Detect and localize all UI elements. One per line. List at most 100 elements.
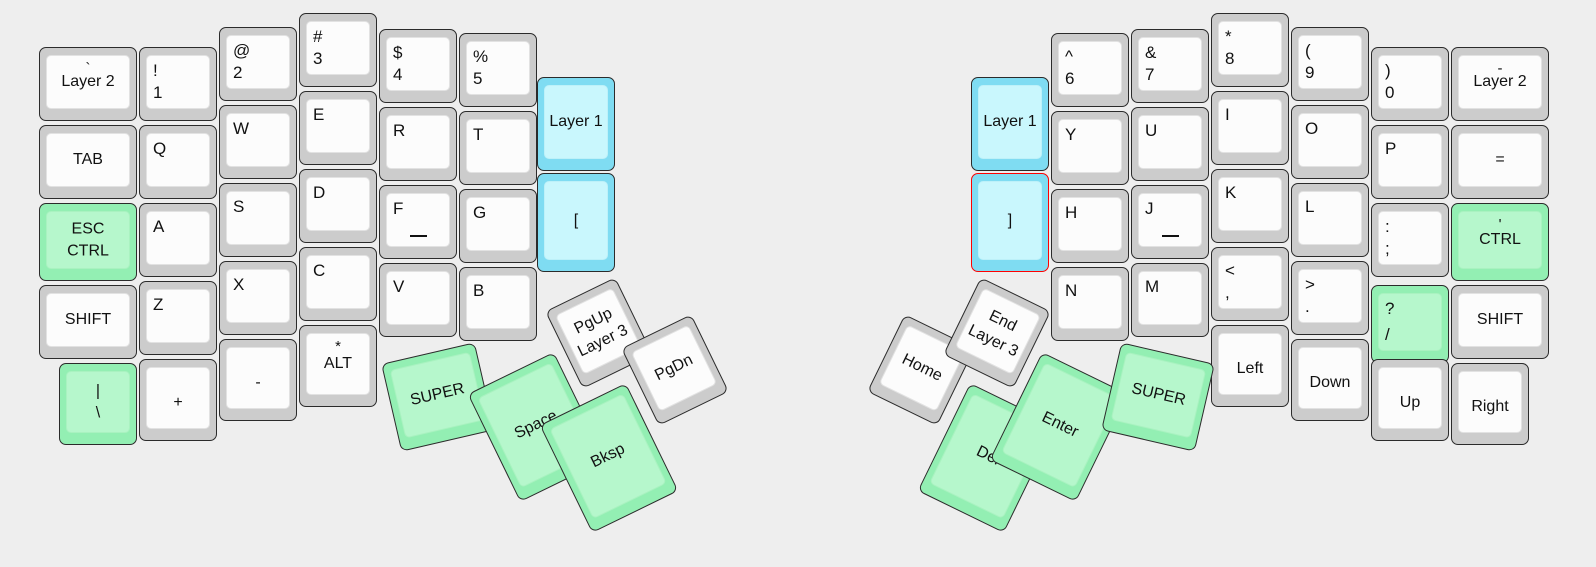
key-arrow-left[interactable]: Left — [1211, 325, 1289, 407]
key-arrow-right[interactable]: Right — [1451, 363, 1529, 445]
legend-base: , — [1225, 283, 1230, 302]
key-m[interactable]: M — [1131, 263, 1209, 337]
key-plus[interactable]: + — [139, 359, 217, 441]
keycap-face: Q — [146, 133, 210, 187]
key-layer1-right[interactable]: Layer 1 — [971, 77, 1049, 171]
keycap-face: SUPER — [1110, 351, 1207, 439]
key-tab[interactable]: TAB — [39, 125, 137, 199]
homing-bar — [410, 235, 427, 237]
homing-bar — [1162, 235, 1179, 237]
keycap-face: Layer 1 — [544, 85, 608, 159]
key-comma[interactable]: <, — [1211, 247, 1289, 321]
legend-shifted: Q — [153, 139, 167, 158]
key-minus[interactable]: - — [219, 339, 297, 421]
legend-shifted: U — [1145, 121, 1158, 140]
legend-center: Bksp — [588, 440, 628, 472]
key-h[interactable]: H — [1051, 189, 1129, 263]
legend-center: SHIFT — [64, 311, 112, 328]
legend-center: Down — [1309, 373, 1351, 391]
key-0-paren-close[interactable]: )0 — [1371, 47, 1449, 121]
key-s[interactable]: S — [219, 183, 297, 257]
key-a[interactable]: A — [139, 203, 217, 277]
key-layer2-minus[interactable]: -Layer 2 — [1451, 47, 1549, 121]
keycap-face: I — [1218, 99, 1282, 153]
key-arrow-down[interactable]: Down — [1291, 339, 1369, 421]
key-3-hash[interactable]: #3 — [299, 13, 377, 87]
key-p[interactable]: P — [1371, 125, 1449, 199]
legend-shifted: X — [233, 275, 245, 294]
key-quote-ctrl[interactable]: 'CTRL — [1451, 203, 1549, 281]
key-8-asterisk[interactable]: *8 — [1211, 13, 1289, 87]
legend-base: . — [1305, 297, 1310, 316]
key-semicolon[interactable]: :; — [1371, 203, 1449, 277]
key-e[interactable]: E — [299, 91, 377, 165]
key-super-right[interactable]: SUPER — [1101, 342, 1215, 452]
keycap-face: %5 — [466, 41, 530, 95]
key-4-dollar[interactable]: $4 — [379, 29, 457, 103]
key-r[interactable]: R — [379, 107, 457, 181]
legend-shifted: : — [1385, 217, 1390, 236]
key-u[interactable]: U — [1131, 107, 1209, 181]
key-bracket-left[interactable]: [ — [537, 173, 615, 272]
legend-shifted: ` — [85, 60, 91, 77]
key-j[interactable]: J — [1131, 185, 1209, 259]
legend-center: Up — [1399, 393, 1421, 411]
key-shift-right[interactable]: SHIFT — [1451, 285, 1549, 359]
legend-shifted: N — [1065, 281, 1078, 300]
key-g[interactable]: G — [459, 189, 537, 263]
keycap-face: U — [1138, 115, 1202, 169]
key-y[interactable]: Y — [1051, 111, 1129, 185]
key-shift-left[interactable]: SHIFT — [39, 285, 137, 359]
key-slash-question[interactable]: ?/ — [1371, 285, 1449, 363]
key-period[interactable]: >. — [1291, 261, 1369, 335]
legend-base: 6 — [1065, 69, 1075, 88]
legend-center: Layer 2 — [1473, 73, 1527, 90]
key-t[interactable]: T — [459, 111, 537, 185]
key-equals[interactable]: = — [1451, 125, 1549, 199]
legend-center: TAB — [73, 151, 103, 168]
key-5-percent[interactable]: %5 — [459, 33, 537, 107]
key-z[interactable]: Z — [139, 281, 217, 355]
key-pipe-backslash[interactable]: |\ — [59, 363, 137, 445]
legend-shifted: ? — [1385, 299, 1395, 318]
legend-shifted: $ — [393, 43, 403, 62]
key-b[interactable]: B — [459, 267, 537, 341]
keycap-face: Down — [1298, 347, 1362, 409]
key-l[interactable]: L — [1291, 183, 1369, 257]
key-w[interactable]: W — [219, 105, 297, 179]
key-6-caret[interactable]: ^6 — [1051, 33, 1129, 107]
keycap-face: Y — [1058, 119, 1122, 173]
key-k[interactable]: K — [1211, 169, 1289, 243]
key-f[interactable]: F — [379, 185, 457, 259]
keycap-face: W — [226, 113, 290, 167]
key-bracket-right[interactable]: ] — [971, 173, 1049, 272]
key-c[interactable]: C — [299, 247, 377, 321]
key-alt[interactable]: *ALT — [299, 325, 377, 407]
keycap-face: E — [306, 99, 370, 153]
key-o[interactable]: O — [1291, 105, 1369, 179]
key-v[interactable]: V — [379, 263, 457, 337]
key-9-paren-open[interactable]: (9 — [1291, 27, 1369, 101]
legend-shifted: Y — [1065, 125, 1077, 144]
keycap-face: D — [306, 177, 370, 231]
legend-shifted: @ — [233, 41, 251, 60]
key-n[interactable]: N — [1051, 267, 1129, 341]
legend-shifted: T — [473, 125, 484, 144]
key-2-at[interactable]: @2 — [219, 27, 297, 101]
legend-shifted: B — [473, 281, 485, 300]
key-layer1[interactable]: Layer 1 — [537, 77, 615, 171]
legend-base: 2 — [233, 63, 243, 82]
key-1-exclaim[interactable]: !1 — [139, 47, 217, 121]
key-layer2-grave[interactable]: `Layer 2 — [39, 47, 137, 121]
key-x[interactable]: X — [219, 261, 297, 335]
key-arrow-up[interactable]: Up — [1371, 359, 1449, 441]
keycap-face: @2 — [226, 35, 290, 89]
key-d[interactable]: D — [299, 169, 377, 243]
legend-center: PgDn — [652, 351, 696, 385]
key-q[interactable]: Q — [139, 125, 217, 199]
legend-shifted: E — [313, 105, 325, 124]
key-7-ampersand[interactable]: &7 — [1131, 29, 1209, 103]
key-i[interactable]: I — [1211, 91, 1289, 165]
